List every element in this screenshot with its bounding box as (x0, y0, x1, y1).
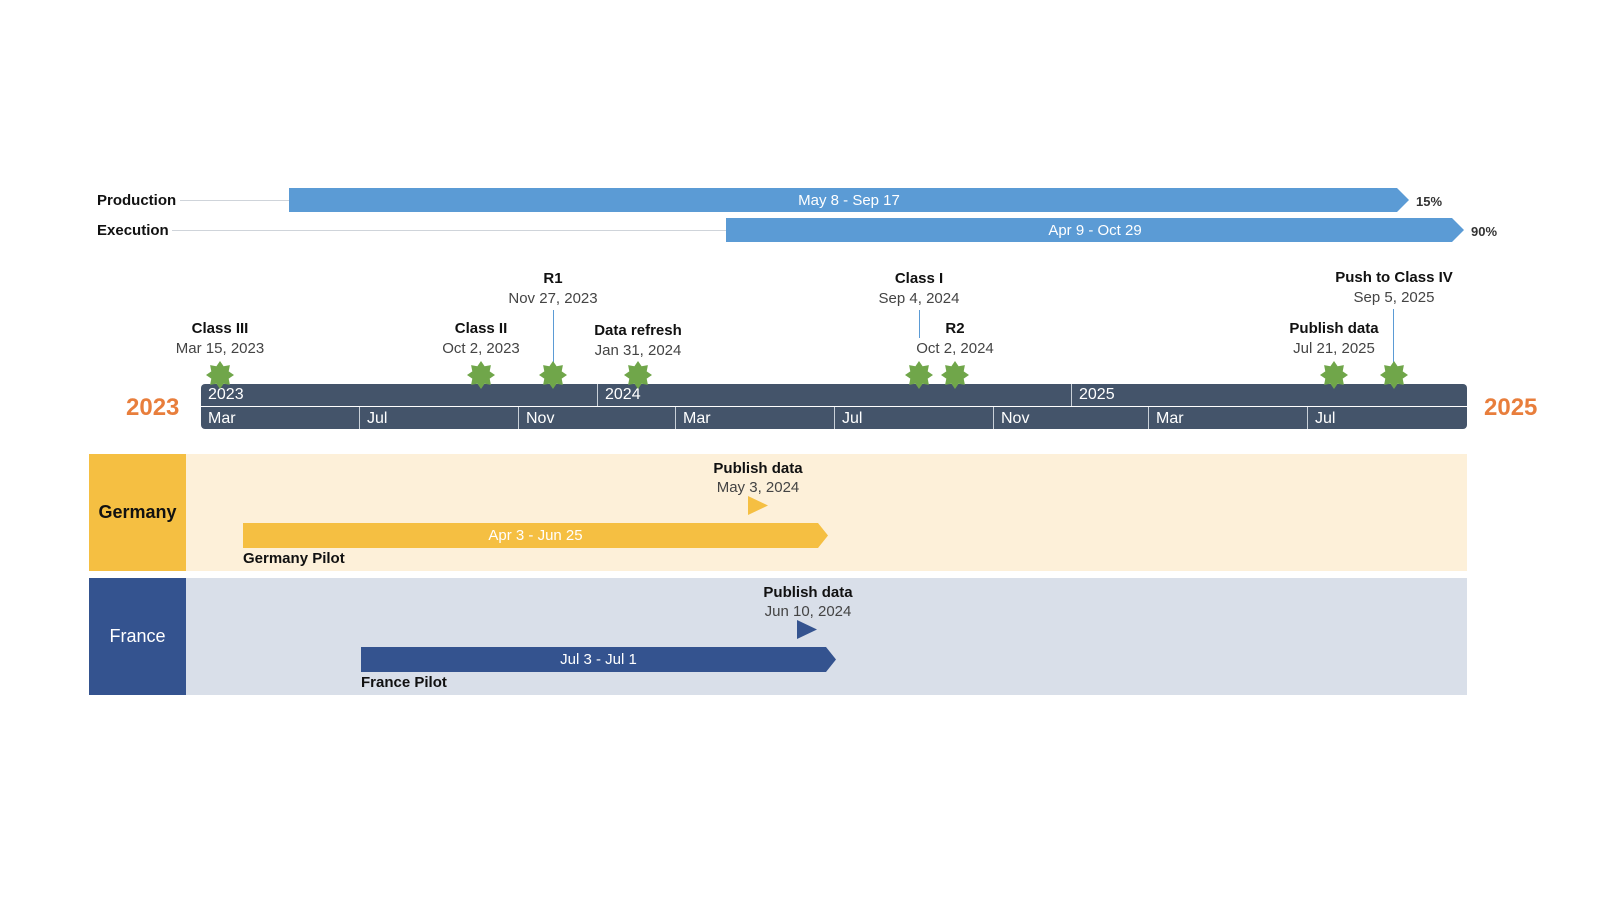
timescale-month-jul-2024: Jul (842, 410, 863, 427)
timescale-month-divider (1148, 407, 1149, 429)
milestone-title-data-refresh: Data refresh (594, 322, 682, 339)
task-name-execution: Execution (97, 222, 169, 239)
timescale-month-mar-2024: Mar (683, 410, 711, 427)
swimlane-task-name-germany: Germany Pilot (243, 550, 345, 567)
task-range-execution: Apr 9 - Oct 29 (1048, 221, 1142, 239)
timescale-month-jul-2025: Jul (1315, 410, 1336, 427)
swimlane-task-name-france: France Pilot (361, 674, 447, 691)
milestone-date-class-i: Sep 4, 2024 (878, 290, 960, 307)
milestone-title-r2: R2 (945, 320, 965, 337)
task-percent-execution: 90% (1471, 224, 1498, 239)
swimlane-task-bar-germany[interactable]: Apr 3 - Jun 25 (243, 523, 828, 548)
star-burst-icon[interactable] (1320, 361, 1348, 389)
milestone-stem-r1 (553, 310, 554, 365)
task-range-production: May 8 - Sep 17 (798, 191, 900, 209)
swimlane-header-france: France (89, 578, 186, 695)
milestone-date-class-iii: Mar 15, 2023 (175, 340, 265, 357)
milestone-title-push-to-class-iv: Push to Class IV (1335, 269, 1453, 286)
swimlane-title-germany: Germany (98, 502, 177, 522)
star-burst-icon[interactable] (941, 361, 969, 389)
timescale-year-row (201, 384, 1467, 406)
milestone-title-class-iii: Class III (191, 320, 249, 337)
timescale-year-divider (1071, 384, 1072, 406)
swimlane-milestone-title-france: Publish data (763, 584, 853, 601)
milestone-title-publish-data: Publish data (1289, 320, 1379, 337)
timeline-start-year: 2023 (126, 394, 180, 421)
star-burst-icon[interactable] (539, 361, 567, 389)
timescale-month-divider (993, 407, 994, 429)
swimlane-task-bar-france[interactable]: Jul 3 - Jul 1 (361, 647, 836, 672)
milestone-date-r2: Oct 2, 2024 (916, 340, 994, 357)
timescale-month-divider (675, 407, 676, 429)
swimlane-header-germany: Germany (89, 454, 186, 571)
star-burst-icon[interactable] (905, 361, 933, 389)
swimlane-task-range-france: Jul 3 - Jul 1 (560, 651, 637, 668)
task-leader-line-production (180, 200, 290, 201)
task-bar-production[interactable]: May 8 - Sep 17 (289, 188, 1409, 212)
milestone-stem-class-i (919, 310, 920, 338)
timescale-month-divider (1307, 407, 1308, 429)
timescale-year-2024: 2024 (605, 386, 641, 403)
triangle-flag-icon[interactable] (797, 620, 819, 640)
timescale-month-nov-2023: Nov (526, 410, 555, 427)
swimlane-milestone-date-germany: May 3, 2024 (716, 479, 800, 496)
task-bar-execution[interactable]: Apr 9 - Oct 29 (726, 218, 1464, 242)
star-burst-icon[interactable] (624, 361, 652, 389)
timescale-month-mar-2023: Mar (208, 410, 236, 427)
milestone-date-push-to-class-iv: Sep 5, 2025 (1353, 289, 1435, 306)
milestone-title-class-ii: Class II (454, 320, 508, 337)
milestone-date-r1: Nov 27, 2023 (508, 290, 598, 307)
timescale-month-mar-2025: Mar (1156, 410, 1184, 427)
swimlane-body-germany (186, 454, 1467, 571)
timescale-month-divider (834, 407, 835, 429)
milestone-title-r1: R1 (543, 270, 563, 287)
swimlane-milestone-date-france: Jun 10, 2024 (764, 603, 852, 620)
swimlane-task-range-germany: Apr 3 - Jun 25 (488, 527, 583, 544)
milestone-date-class-ii: Oct 2, 2023 (442, 340, 520, 357)
milestone-stem-push-to-class-iv (1393, 309, 1394, 365)
star-burst-icon[interactable] (467, 361, 495, 389)
timescale-month-divider (518, 407, 519, 429)
star-burst-icon[interactable] (1380, 361, 1408, 389)
milestone-title-class-i: Class I (894, 270, 944, 287)
swimlane-body-france (186, 578, 1467, 695)
triangle-flag-icon[interactable] (748, 496, 770, 516)
swimlane-title-france: France (109, 626, 166, 646)
task-name-production: Production (97, 192, 177, 209)
timescale-month-nov-2024: Nov (1001, 410, 1030, 427)
star-burst-icon[interactable] (206, 361, 234, 389)
timeline-end-year: 2025 (1484, 394, 1538, 421)
task-percent-production: 15% (1416, 194, 1443, 209)
milestone-date-publish-data: Jul 21, 2025 (1293, 340, 1375, 357)
timescale-year-2023: 2023 (208, 386, 244, 403)
milestone-date-data-refresh: Jan 31, 2024 (594, 342, 682, 359)
timescale-year-2025: 2025 (1079, 386, 1115, 403)
timescale-month-divider (359, 407, 360, 429)
swimlane-milestone-title-germany: Publish data (713, 460, 803, 477)
timescale-year-divider (597, 384, 598, 406)
task-leader-line-execution (172, 230, 726, 231)
timescale-month-jul-2023: Jul (367, 410, 388, 427)
